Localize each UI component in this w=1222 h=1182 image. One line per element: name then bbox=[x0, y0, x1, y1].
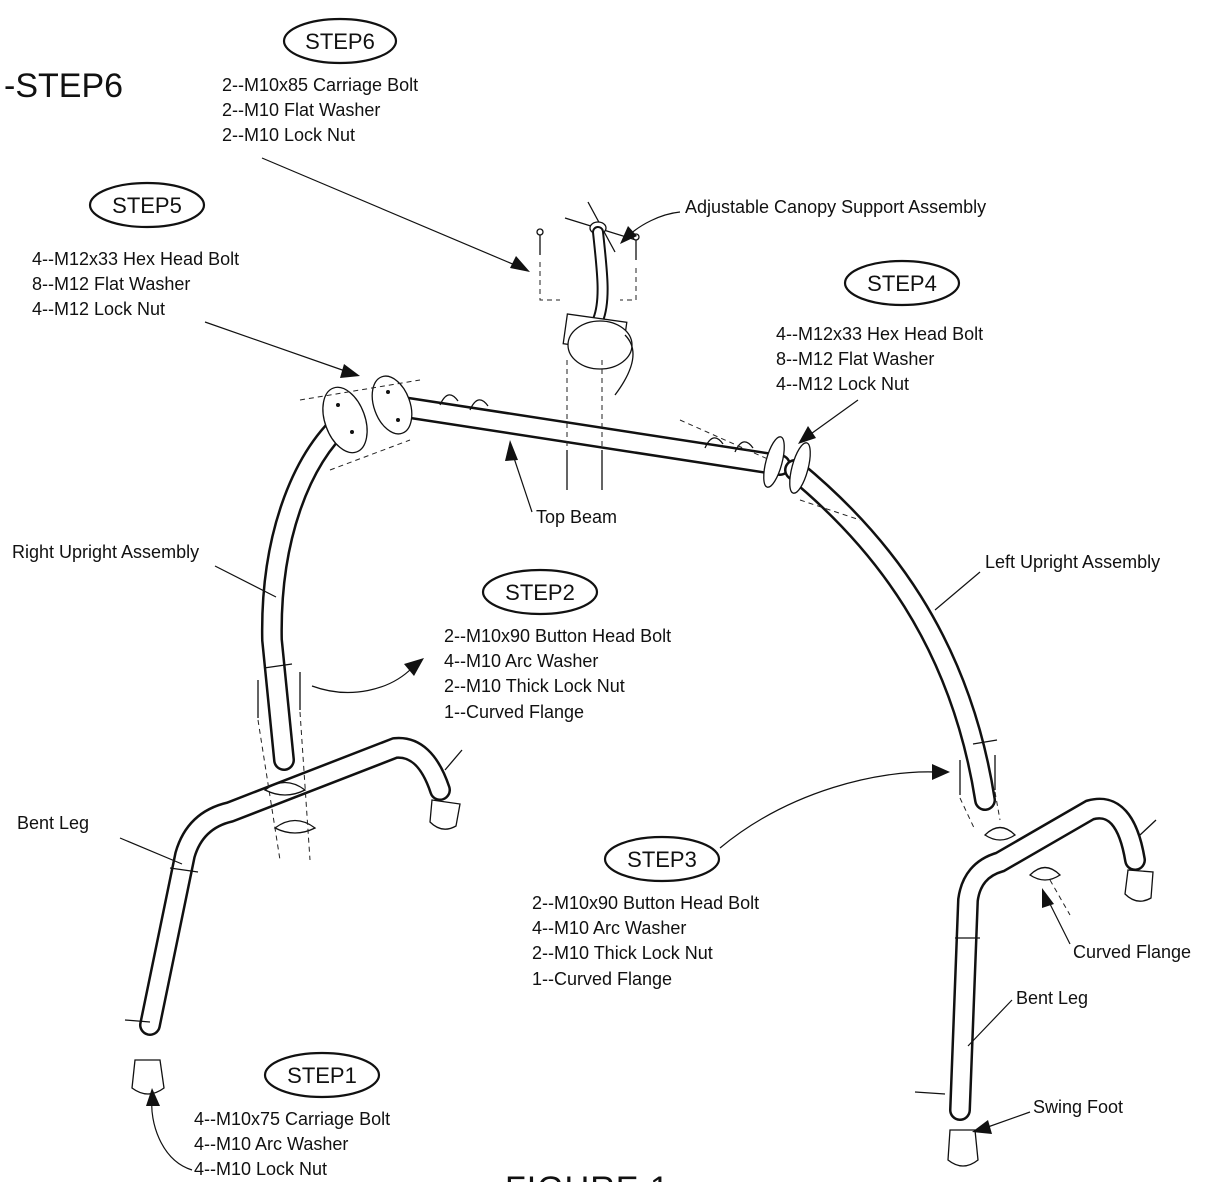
step4-part-1: 4--M12x33 Hex Head Bolt bbox=[776, 324, 983, 344]
step6-label: STEP6 bbox=[305, 29, 375, 54]
top-beam-callout: Top Beam bbox=[505, 440, 617, 527]
step4-callout: STEP4 4--M12x33 Hex Head Bolt 8--M12 Fla… bbox=[776, 259, 983, 444]
top-beam-leader bbox=[511, 451, 533, 513]
step3-callout: STEP3 2--M10x90 Button Head Bolt 4--M10 … bbox=[532, 764, 950, 989]
step1-part-1: 4--M10x75 Carriage Bolt bbox=[194, 1109, 390, 1129]
left-upright-callout: Left Upright Assembly bbox=[934, 552, 1160, 611]
step2-oval bbox=[481, 568, 599, 616]
step6-leader bbox=[261, 157, 523, 269]
left-upright-label: Left Upright Assembly bbox=[985, 552, 1160, 572]
canopy-label: Adjustable Canopy Support Assembly bbox=[685, 197, 986, 217]
step3-curved-flange bbox=[983, 826, 1062, 881]
step2-part-2: 4--M10 Arc Washer bbox=[444, 651, 598, 671]
curved-flange-leader bbox=[1047, 899, 1071, 945]
step5-part-3: 4--M12 Lock Nut bbox=[32, 299, 165, 319]
step6-part-3: 2--M10 Lock Nut bbox=[222, 125, 355, 145]
step1-callout: STEP1 4--M10x75 Carriage Bolt 4--M10 Arc… bbox=[146, 1051, 390, 1179]
step6-oval bbox=[282, 17, 398, 65]
step3-part-3: 2--M10 Thick Lock Nut bbox=[532, 943, 713, 963]
swing-foot-leader bbox=[984, 1111, 1031, 1129]
left-upright-tube bbox=[784, 459, 998, 811]
left-upright-leader bbox=[934, 571, 981, 611]
right-upright-label: Right Upright Assembly bbox=[12, 542, 199, 562]
step4-label: STEP4 bbox=[867, 271, 937, 296]
step2-part-1: 2--M10x90 Button Head Bolt bbox=[444, 626, 671, 646]
bent-leg-left-label: Bent Leg bbox=[17, 813, 89, 833]
hardware-bolts bbox=[124, 228, 1157, 1095]
swing-foot-label: Swing Foot bbox=[1033, 1097, 1123, 1117]
page-title: -STEP6 bbox=[4, 67, 123, 105]
right-upright-leader bbox=[214, 565, 277, 598]
canopy-callout: Adjustable Canopy Support Assembly bbox=[620, 197, 986, 244]
step6-callout: STEP6 2--M10x85 Carriage Bolt 2--M10 Fla… bbox=[222, 17, 530, 272]
step2-part-4: 1--Curved Flange bbox=[444, 702, 584, 722]
step1-part-3: 4--M10 Lock Nut bbox=[194, 1159, 327, 1179]
canopy-leader bbox=[627, 211, 681, 237]
bent-leg-left-callout: Bent Leg bbox=[17, 813, 183, 865]
assembly-dashed-lines bbox=[257, 262, 1071, 916]
top-beam-brackets bbox=[439, 394, 754, 453]
step1-oval bbox=[263, 1051, 381, 1099]
step1-label: STEP1 bbox=[287, 1063, 357, 1088]
step1-leader bbox=[151, 1099, 193, 1171]
step5-leader bbox=[204, 321, 349, 373]
step3-leader bbox=[719, 771, 937, 849]
step6-part-2: 2--M10 Flat Washer bbox=[222, 100, 380, 120]
swing-foot-callout: Swing Foot bbox=[972, 1097, 1123, 1134]
step5-label: STEP5 bbox=[112, 193, 182, 218]
swing-feet bbox=[131, 799, 1154, 1167]
top-beam-tube bbox=[379, 394, 791, 476]
step3-part-4: 1--Curved Flange bbox=[532, 969, 672, 989]
bent-leg-right-tube bbox=[949, 797, 1146, 1121]
step2-curved-flange bbox=[263, 781, 317, 834]
step2-label: STEP2 bbox=[505, 580, 575, 605]
top-beam-label: Top Beam bbox=[536, 507, 617, 527]
step2-leader bbox=[311, 667, 413, 693]
curved-flange-label: Curved Flange bbox=[1073, 942, 1191, 962]
step2-callout: STEP2 2--M10x90 Button Head Bolt 4--M10 … bbox=[311, 568, 671, 722]
step4-leader bbox=[807, 399, 859, 437]
frame-drawing bbox=[124, 201, 1157, 1167]
right-upright-tube bbox=[260, 409, 356, 771]
figure-label: FIGURE 1 bbox=[505, 1170, 670, 1182]
step3-oval bbox=[603, 835, 721, 883]
step4-part-2: 8--M12 Flat Washer bbox=[776, 349, 934, 369]
step3-label: STEP3 bbox=[627, 847, 697, 872]
canopy-support-assembly bbox=[562, 201, 637, 396]
step5-part-1: 4--M12x33 Hex Head Bolt bbox=[32, 249, 239, 269]
bent-leg-right-leader bbox=[967, 999, 1013, 1047]
step1-part-2: 4--M10 Arc Washer bbox=[194, 1134, 348, 1154]
bent-leg-left-leader bbox=[119, 837, 183, 865]
step5-callout: STEP5 4--M12x33 Hex Head Bolt 8--M12 Fla… bbox=[32, 181, 360, 378]
right-upright-callout: Right Upright Assembly bbox=[12, 542, 277, 598]
curved-flange-callout: Curved Flange bbox=[1042, 888, 1191, 962]
step4-part-3: 4--M12 Lock Nut bbox=[776, 374, 909, 394]
step3-part-1: 2--M10x90 Button Head Bolt bbox=[532, 893, 759, 913]
step6-part-1: 2--M10x85 Carriage Bolt bbox=[222, 75, 418, 95]
bent-leg-right-callout: Bent Leg bbox=[967, 988, 1088, 1047]
step2-part-3: 2--M10 Thick Lock Nut bbox=[444, 676, 625, 696]
step5-oval bbox=[88, 181, 206, 229]
step5-flange-plates bbox=[322, 375, 413, 454]
step3-part-2: 4--M10 Arc Washer bbox=[532, 918, 686, 938]
bent-leg-left-tube bbox=[139, 736, 451, 1036]
bent-leg-right-label: Bent Leg bbox=[1016, 988, 1088, 1008]
step4-flange-plates bbox=[763, 436, 811, 494]
step5-part-2: 8--M12 Flat Washer bbox=[32, 274, 190, 294]
step4-oval bbox=[843, 259, 961, 307]
